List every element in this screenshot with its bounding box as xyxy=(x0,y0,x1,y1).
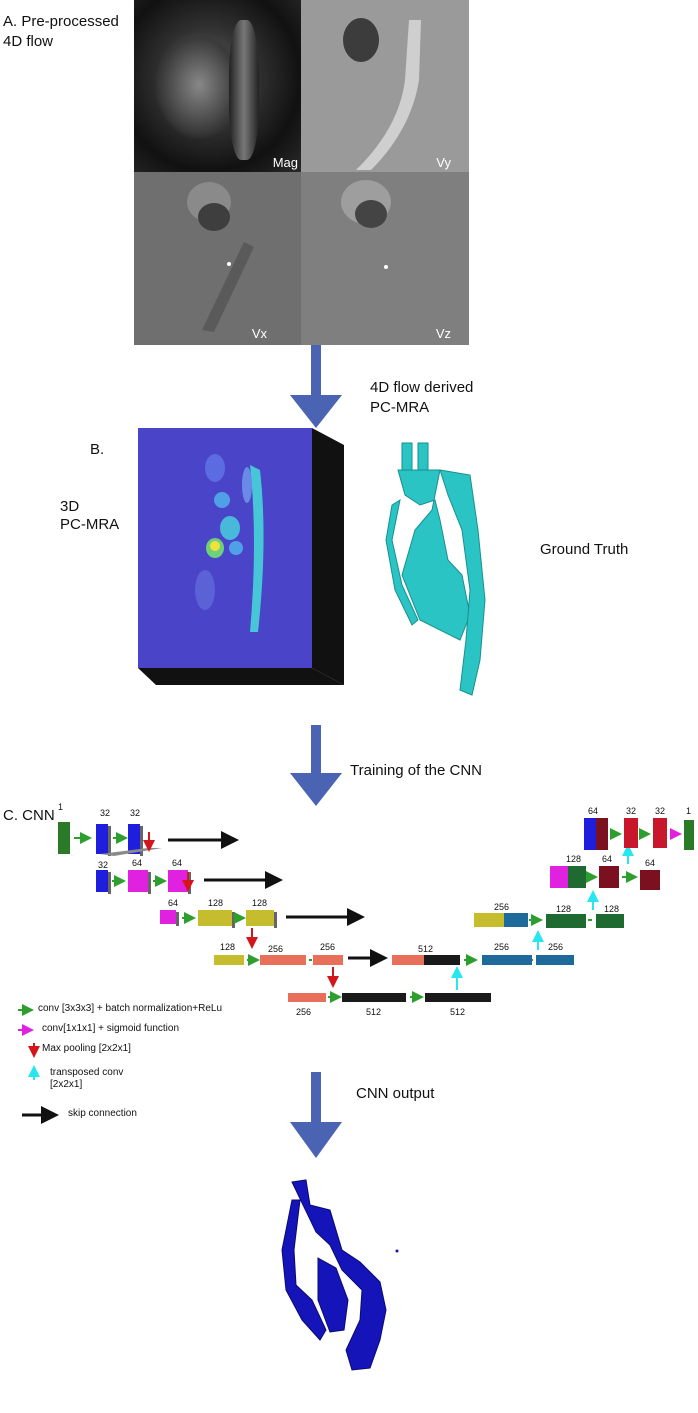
legend-sigmoid: conv[1x1x1] + sigmoid function xyxy=(42,1023,180,1034)
num-dec1-d: 1 xyxy=(686,806,692,816)
legend-maxpool: Max pooling [2x2x1] xyxy=(42,1043,131,1054)
num-enc2-a: 32 xyxy=(98,860,109,870)
num-dec1-b: 32 xyxy=(626,806,637,816)
arrow3-label: CNN output xyxy=(356,1085,435,1102)
num-enc4-a: 128 xyxy=(220,942,236,952)
num-enc3-c: 128 xyxy=(252,898,268,908)
section-b-tag: B. xyxy=(90,441,105,458)
vy-label: Vy xyxy=(436,155,451,170)
arrow-down-3 xyxy=(290,1072,342,1158)
vx-panel: Vx xyxy=(134,172,301,345)
num-dec2-a: 128 xyxy=(566,854,582,864)
vx-label: Vx xyxy=(251,326,267,341)
legend-transposed-size: [2x2x1] xyxy=(50,1079,83,1090)
mag-label: Mag xyxy=(272,155,298,170)
num-bottom-a: 256 xyxy=(296,1007,312,1017)
legend-skip: skip connection xyxy=(68,1108,137,1119)
num-dec4-a: 512 xyxy=(418,944,434,954)
arrow1-label-line1: 4D flow derived xyxy=(370,379,474,396)
num-enc4-c: 256 xyxy=(320,942,336,952)
num-enc3-a: 64 xyxy=(168,898,179,908)
vy-panel: Vy xyxy=(301,0,469,172)
legend-conv: conv [3x3x3] + batch normalization+ReLu xyxy=(38,1003,222,1014)
num-dec1-a: 64 xyxy=(588,806,599,816)
num-enc2-c: 64 xyxy=(172,858,183,868)
arrow2-label: Training of the CNN xyxy=(350,762,482,779)
pcmra-label-line2: PC-MRA xyxy=(60,516,120,533)
num-dec3-a: 256 xyxy=(494,902,510,912)
pcmra-label-line1: 3D xyxy=(60,498,80,515)
arrow1-label-line2: PC-MRA xyxy=(370,399,430,416)
section-a-title-line1: A. Pre-processed xyxy=(3,13,119,30)
section-c-tag: C. CNN xyxy=(3,807,55,824)
num-dec1-c: 32 xyxy=(655,806,666,816)
num-enc2-b: 64 xyxy=(132,858,143,868)
mag-panel: Mag xyxy=(134,0,301,172)
arrow-down-1 xyxy=(290,345,342,428)
num-enc1-b: 32 xyxy=(100,808,111,818)
legend-transposed: transposed conv xyxy=(50,1067,124,1078)
num-bottom-c: 512 xyxy=(450,1007,466,1017)
num-dec3-c: 128 xyxy=(604,904,620,914)
num-dec3-b: 128 xyxy=(556,904,572,914)
num-enc1-c: 32 xyxy=(130,808,141,818)
vz-label: Vz xyxy=(435,326,451,341)
num-dec2-c: 64 xyxy=(645,858,656,868)
num-dec2-b: 64 xyxy=(602,854,613,864)
num-enc1-a: 1 xyxy=(58,802,64,812)
arrow-down-2 xyxy=(290,725,342,806)
num-enc3-b: 128 xyxy=(208,898,224,908)
section-a-title-line2: 4D flow xyxy=(3,33,54,50)
num-enc4-b: 256 xyxy=(268,944,284,954)
ground-truth-label: Ground Truth xyxy=(540,541,629,558)
num-dec4-c: 256 xyxy=(548,942,564,952)
num-dec4-b: 256 xyxy=(494,942,510,952)
num-bottom-b: 512 xyxy=(366,1007,382,1017)
vz-panel: Vz xyxy=(301,172,469,345)
